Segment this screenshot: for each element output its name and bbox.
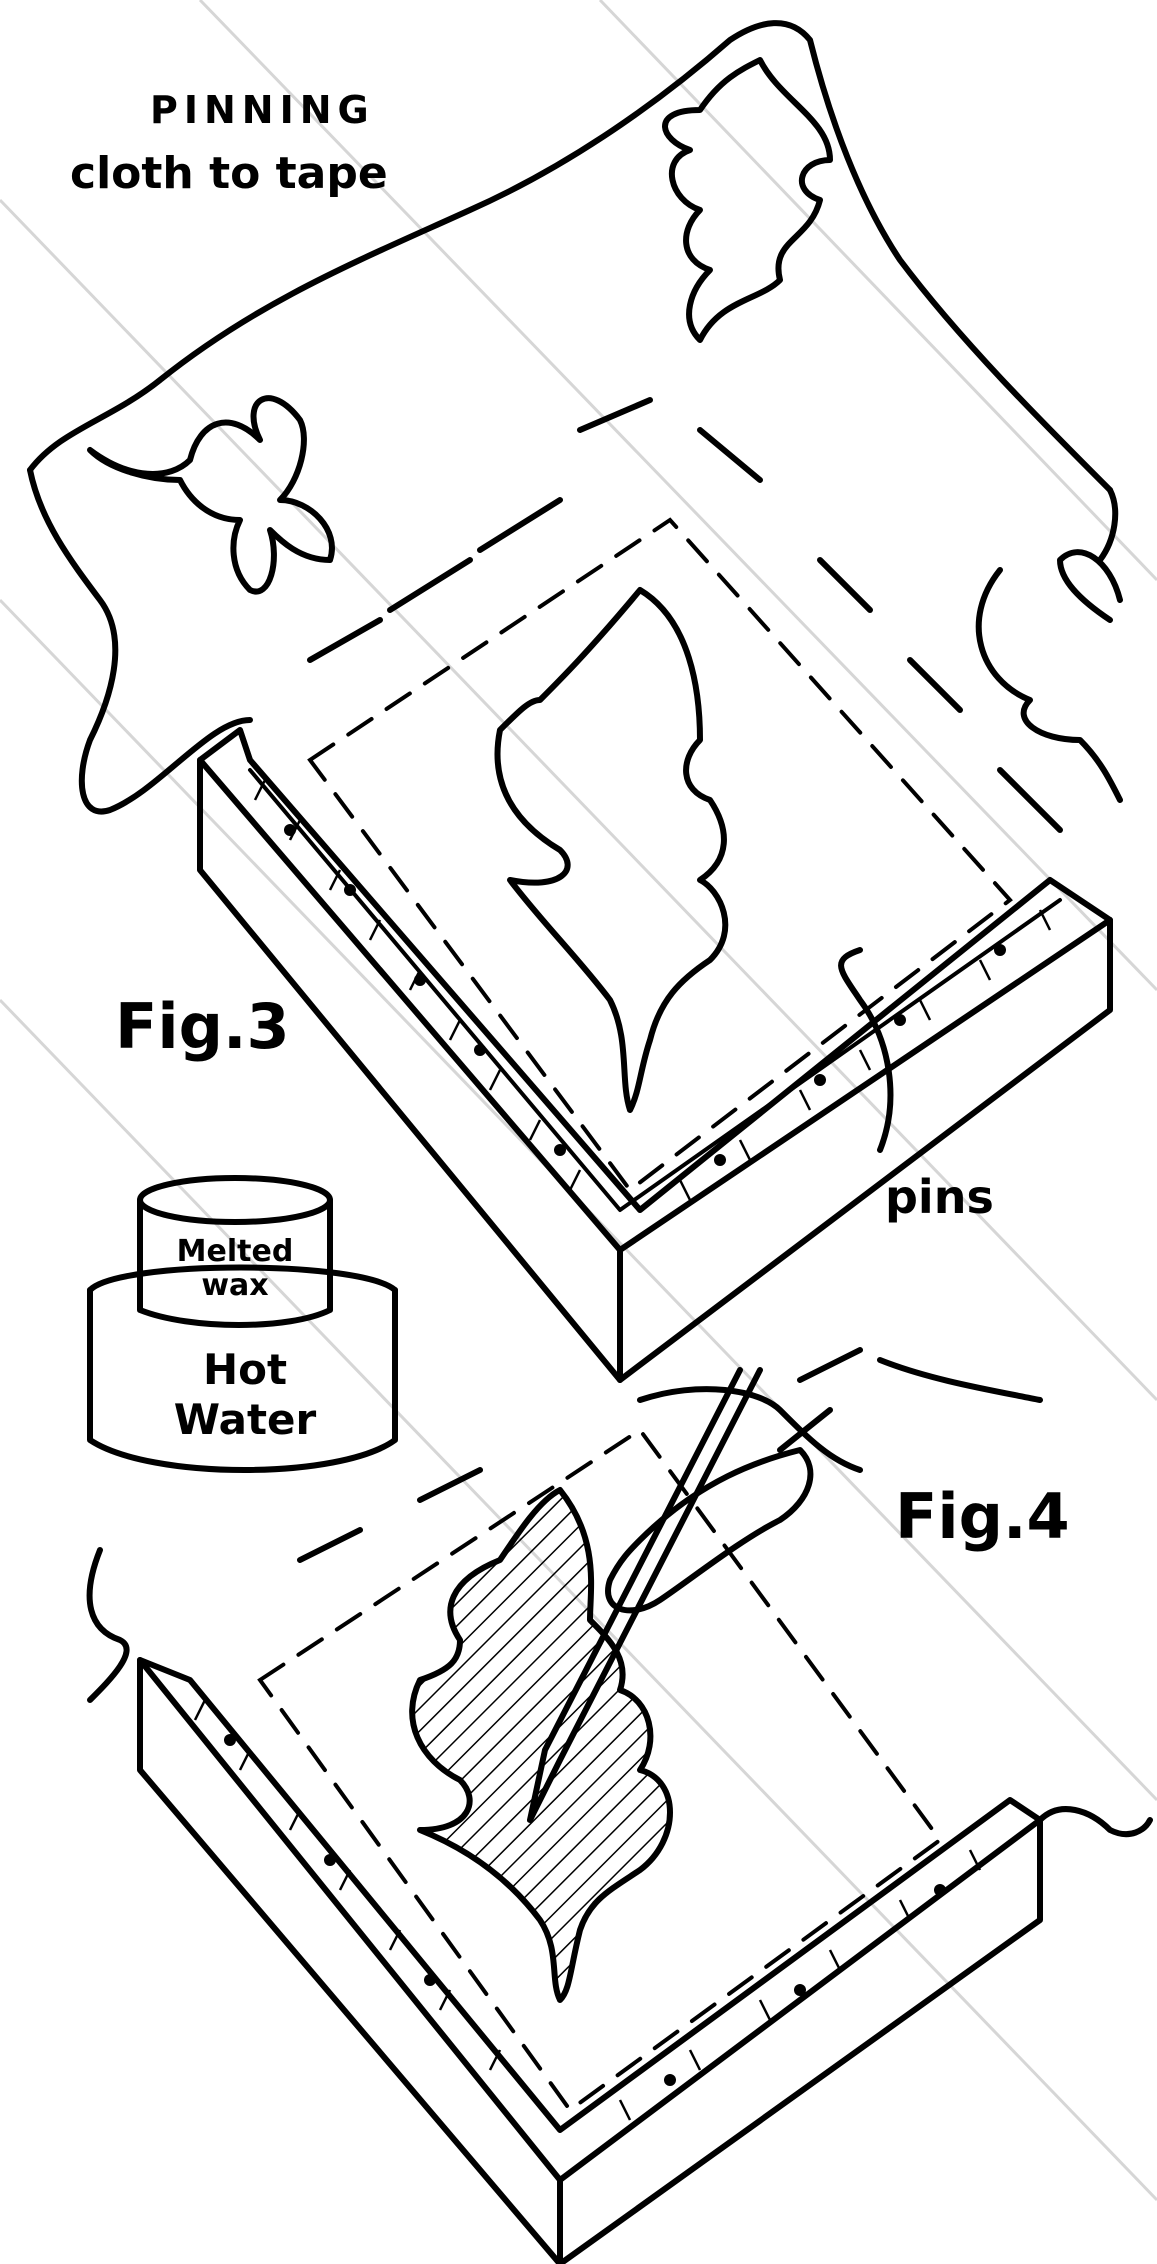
fig4-label: Fig.4	[895, 1480, 1070, 1553]
leaf-waxed-fig4	[412, 1490, 670, 2000]
leaf-center-fig3	[498, 590, 726, 1110]
pinning-heading: PINNING	[150, 88, 375, 132]
leaf-right	[979, 552, 1120, 800]
cloth-left-fold	[30, 470, 250, 812]
cloth-outline-fig4	[90, 1550, 127, 1700]
leaf-left	[90, 398, 332, 591]
fig3-label: Fig.3	[115, 990, 290, 1063]
pins-label: pins	[885, 1170, 994, 1224]
hot-water-label: Hot Water	[150, 1345, 340, 1445]
leaf-top	[665, 60, 830, 340]
pin-dots-fig3	[284, 824, 1006, 1166]
melted-wax-label: Melted wax	[150, 1235, 320, 1303]
pinning-subheading: cloth to tape	[70, 148, 388, 199]
pin-line-fig3	[310, 520, 1010, 1190]
frame-fig3	[200, 730, 1110, 1380]
